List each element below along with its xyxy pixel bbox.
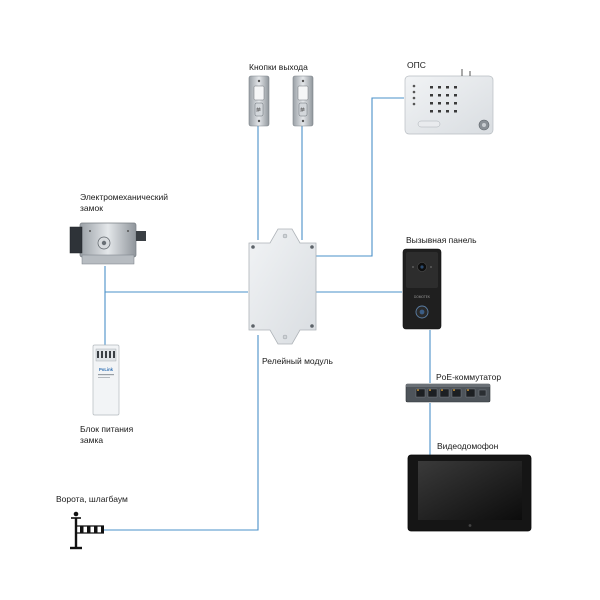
poe-switch-label: PoE-коммутатор xyxy=(436,372,502,382)
alarm-panel-label: ОПС xyxy=(407,60,426,70)
call-panel-brand: DOMOTEK xyxy=(414,295,431,299)
wire-lock xyxy=(104,266,248,293)
relay-module-label: Релейный модуль xyxy=(262,356,333,366)
psu-brand: PoLink xyxy=(99,367,114,372)
wires xyxy=(104,97,431,531)
gate-barrier-icon xyxy=(70,511,104,550)
videophone-label: Видеодомофон xyxy=(437,441,499,451)
exit-button-1 xyxy=(248,75,270,127)
relay-module xyxy=(248,228,317,345)
gate-label: Ворота, шлагбаум xyxy=(56,494,128,504)
lock-psu-label: Блок питания замка xyxy=(80,424,134,445)
poe-switch xyxy=(405,383,491,403)
call-panel: DOMOTEK xyxy=(402,248,442,330)
lock-label: Электромеханический замок xyxy=(80,192,169,213)
videophone-monitor xyxy=(407,454,532,532)
call-panel-label: Вызывная панель xyxy=(406,235,477,245)
exit-button-2 xyxy=(292,75,314,127)
alarm-panel xyxy=(404,69,494,135)
wire-alarm-panel xyxy=(315,97,404,257)
exit-buttons-label: Кнопки выхода xyxy=(249,62,308,72)
electromechanical-lock xyxy=(69,222,146,265)
lock-power-supply: PoLink xyxy=(92,344,120,416)
wire-gate xyxy=(104,335,259,531)
